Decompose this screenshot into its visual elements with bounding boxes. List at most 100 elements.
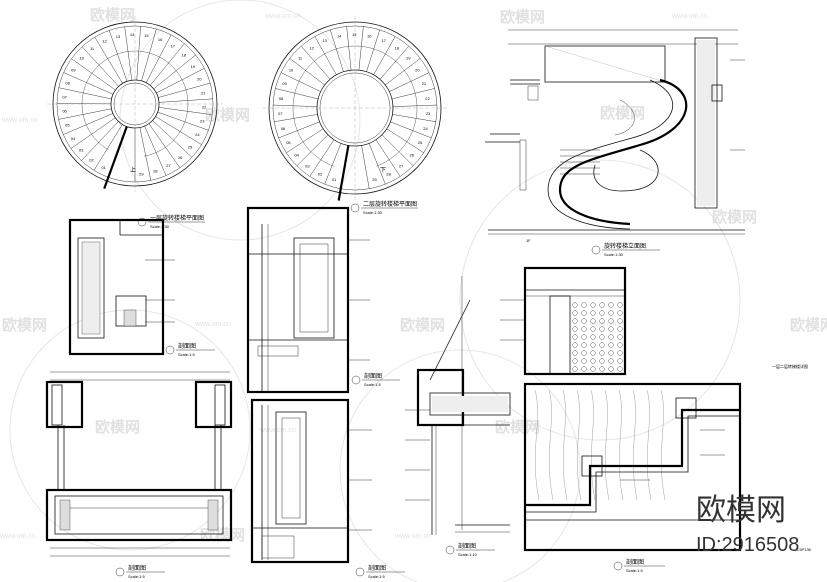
- step-number: 21: [422, 81, 427, 86]
- stair-tread-line: [155, 116, 202, 145]
- stair-tread-line: [373, 36, 396, 75]
- watermark-brand: 欧模网: [495, 418, 540, 436]
- step-number: 02: [89, 157, 94, 162]
- grain-line: [604, 389, 610, 501]
- step-number: 08: [279, 96, 284, 101]
- step-number: 09: [282, 81, 287, 86]
- stair-tread-line: [63, 72, 114, 95]
- stair-tread-line: [392, 114, 436, 122]
- stair-tread-line: [273, 104, 318, 107]
- insulation-dot: [581, 350, 587, 356]
- section-bottom-left-title: 剖面图: [128, 564, 146, 572]
- step-number: 19: [191, 64, 196, 69]
- stair-tread-line: [368, 143, 386, 185]
- plan-1-up-note: 上: [130, 166, 136, 174]
- stair-tread-line: [381, 134, 414, 166]
- step-number: 15: [144, 33, 149, 38]
- wood-grain-pattern: [534, 389, 666, 501]
- step-number: 27: [399, 163, 404, 168]
- insulation-dot: [599, 326, 605, 332]
- stair-tread-line: [300, 45, 331, 80]
- stair-tread-line: [296, 134, 329, 166]
- stair-tread-line: [144, 125, 167, 176]
- step-number: 10: [79, 56, 84, 61]
- section-mid: 剖面图 Scale:1:5: [246, 206, 400, 394]
- section-center-title: 剖面图: [458, 542, 476, 550]
- insulation-dot: [581, 334, 587, 340]
- stair-tread-line: [136, 26, 141, 81]
- plan-1-title: 一层旋转楼梯平面图: [150, 214, 204, 222]
- stair-landing-edge: [103, 126, 128, 189]
- section-mid-low-title: 剖面图: [368, 564, 386, 572]
- step-number: 01: [332, 177, 337, 182]
- stair-tread-line: [391, 88, 435, 100]
- stair-tread-line: [286, 128, 324, 153]
- watermark-logo-text: 欧模网: [696, 494, 786, 527]
- insulation-dot: [590, 334, 596, 340]
- insulation-dot: [608, 366, 614, 372]
- step-number: 10: [289, 67, 294, 72]
- stair-plan-1-title: 一层旋转楼梯平面图 Scale:1:30 上: [130, 166, 205, 229]
- travel-path: [292, 45, 418, 167]
- step-number: 17: [381, 38, 386, 43]
- stair-tread-line: [94, 37, 123, 84]
- insulation-dot: [599, 318, 605, 324]
- stair-tread-line: [309, 139, 335, 177]
- step-number: 03: [79, 148, 84, 153]
- stair-tread-line: [58, 108, 112, 120]
- stair-tread-line: [158, 98, 213, 103]
- step-number: 16: [367, 34, 372, 39]
- step-number: 22: [202, 105, 207, 110]
- grain-line: [590, 389, 596, 501]
- watermark-brand: 欧模网: [200, 526, 245, 544]
- step-number: 04: [71, 136, 76, 141]
- stair-tread-line: [58, 87, 112, 100]
- stair-tread-line: [392, 104, 437, 107]
- insulation-dot: [572, 326, 578, 332]
- insulation-dot: [599, 334, 605, 340]
- insulation-dot: [572, 318, 578, 324]
- plan-2-scale: Scale:1:30: [363, 210, 383, 215]
- step-number: 08: [65, 80, 70, 85]
- insulation-dot: [572, 342, 578, 348]
- sheet-note: 一层二层转梯楼详图: [772, 363, 808, 369]
- grain-line: [618, 389, 624, 501]
- insulation-dot: [590, 358, 596, 364]
- stair-tread-line: [81, 121, 119, 161]
- step-number: 06: [62, 109, 67, 114]
- insulation-dot: [608, 310, 614, 316]
- step-number: 14: [130, 32, 135, 37]
- section-center-scale: Scale:1:10: [458, 552, 478, 557]
- watermark-url: www.om.cn: [0, 533, 36, 540]
- insulation-dot: [590, 342, 596, 348]
- elevation-title: 旋转楼梯立面图: [604, 242, 646, 250]
- stair-tread-line: [379, 45, 410, 80]
- step-number: 14: [337, 34, 342, 39]
- stair-tread-line: [314, 36, 337, 75]
- step-number: 24: [423, 126, 428, 131]
- step-number: 19: [406, 55, 411, 60]
- insulation-dot: [599, 310, 605, 316]
- step-number: 23: [200, 119, 205, 124]
- insulation-dot: [599, 342, 605, 348]
- insulation-dot: [590, 326, 596, 332]
- insulation-dot: [581, 326, 587, 332]
- insulation-dot: [617, 350, 623, 356]
- step-number: 01: [101, 165, 106, 170]
- insulation-dot: [581, 366, 587, 372]
- stair-tread-line: [366, 29, 380, 72]
- step-number: 15: [352, 32, 357, 37]
- stair-tread-line: [70, 117, 116, 149]
- step-number: 05: [286, 140, 291, 145]
- step-number: 17: [171, 44, 176, 49]
- step-number: 18: [182, 53, 187, 58]
- insulation-dot: [590, 310, 596, 316]
- watermark-url: www.om.cn: [194, 321, 231, 328]
- step-number: 18: [395, 46, 400, 51]
- insulation-dot: [590, 366, 596, 372]
- stair-tread-line: [390, 121, 432, 139]
- insulation-dot: [608, 334, 614, 340]
- step-number: 11: [298, 55, 303, 60]
- detail-right-bottom: 剖面图 Scale:1:5: [523, 382, 742, 573]
